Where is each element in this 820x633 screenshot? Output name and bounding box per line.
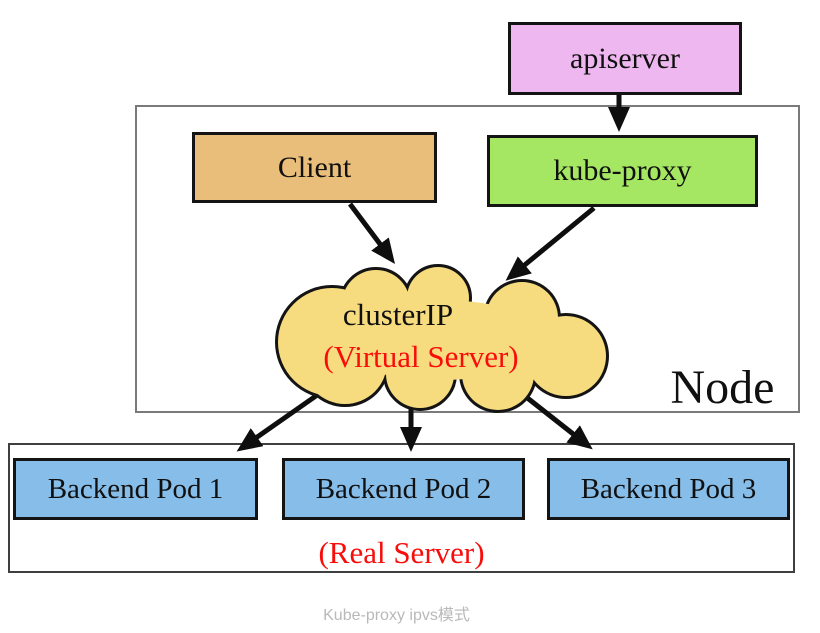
real-server-label: (Real Server): [318, 535, 485, 570]
client-box: Client: [192, 132, 437, 203]
backend-pod-2-label: Backend Pod 2: [315, 472, 492, 505]
backend-pod-1-label: Backend Pod 1: [47, 472, 224, 505]
apiserver-box: apiserver: [508, 22, 742, 95]
client-label: Client: [277, 150, 352, 184]
apiserver-label: apiserver: [570, 41, 680, 75]
cluster-ip-label: clusterIP: [342, 297, 454, 332]
kube-proxy-label: kube-proxy: [553, 154, 692, 187]
virtual-server-label: (Virtual Server): [323, 339, 519, 374]
kube-proxy-box: kube-proxy: [487, 135, 758, 207]
figure-caption: Kube-proxy ipvs模式: [323, 607, 470, 624]
backend-pod-3-box: Backend Pod 3: [547, 458, 790, 520]
backend-pod-2-box: Backend Pod 2: [282, 458, 525, 520]
node-label: Node: [670, 361, 775, 414]
backend-pod-1-box: Backend Pod 1: [13, 458, 258, 520]
backend-pod-3-label: Backend Pod 3: [580, 472, 757, 505]
